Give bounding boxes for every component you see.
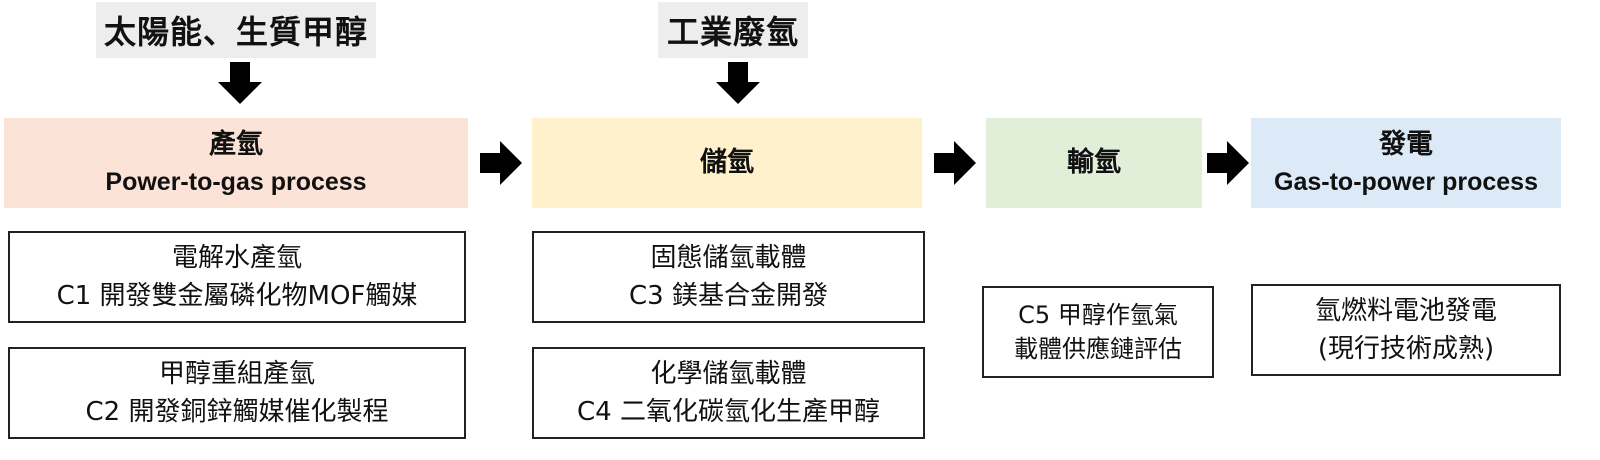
source-solar-biomethanol-label: 太陽能、生質甲醇 <box>103 13 368 51</box>
project-box-c1: 電解水產氫 C1 開發雙金屬磷化物MOF觸媒 <box>8 231 466 323</box>
down-arrow-icon <box>716 62 760 104</box>
project-box-line: C1 開發雙金屬磷化物MOF觸媒 <box>56 281 418 311</box>
project-box-line: C3 鎂基合金開發 <box>629 281 828 311</box>
stage-title: 產氫 <box>209 129 263 160</box>
right-arrow-icon <box>934 141 976 185</box>
project-box-line: 電解水產氫 <box>171 243 302 273</box>
stage-title: 發電 <box>1379 129 1433 160</box>
project-box-line: 固態儲氫載體 <box>650 243 807 273</box>
project-box-fuel-cell: 氫燃料電池發電 (現行技術成熟) <box>1251 284 1561 376</box>
project-box-line: C2 開發銅鋅觸媒催化製程 <box>85 397 389 427</box>
project-box-line: C4 二氧化碳氫化生產甲醇 <box>577 397 880 427</box>
stage-hydrogen-storage: 儲氫 <box>532 118 922 208</box>
stage-subtitle: Power-to-gas process <box>105 168 367 196</box>
source-industrial-waste-hydrogen: 工業廢氫 <box>658 2 808 58</box>
project-box-c4: 化學儲氫載體 C4 二氧化碳氫化生產甲醇 <box>532 347 925 439</box>
project-box-line: 載體供應鏈評估 <box>1014 335 1182 363</box>
project-box-c3: 固態儲氫載體 C3 鎂基合金開發 <box>532 231 925 323</box>
project-box-line: (現行技術成熟) <box>1317 334 1495 364</box>
down-arrow-icon <box>218 62 262 104</box>
stage-title: 輸氫 <box>1067 147 1121 178</box>
stage-power-generation: 發電 Gas-to-power process <box>1251 118 1561 208</box>
stage-hydrogen-transport: 輸氫 <box>986 118 1202 208</box>
project-box-line: 氫燃料電池發電 <box>1314 296 1497 326</box>
project-box-line: 化學儲氫載體 <box>650 359 807 389</box>
right-arrow-icon <box>480 141 522 185</box>
project-box-line: 甲醇重組產氫 <box>158 359 315 389</box>
project-box-c2: 甲醇重組產氫 C2 開發銅鋅觸媒催化製程 <box>8 347 466 439</box>
project-box-line: C5 甲醇作氫氣 <box>1018 301 1178 329</box>
stage-title: 儲氫 <box>700 147 754 178</box>
source-industrial-label: 工業廢氫 <box>666 13 799 51</box>
source-solar-biomethanol: 太陽能、生質甲醇 <box>96 2 376 58</box>
stage-subtitle: Gas-to-power process <box>1274 168 1538 196</box>
stage-hydrogen-production: 產氫 Power-to-gas process <box>4 118 468 208</box>
right-arrow-icon <box>1207 141 1249 185</box>
project-box-c5: C5 甲醇作氫氣 載體供應鏈評估 <box>982 286 1214 378</box>
